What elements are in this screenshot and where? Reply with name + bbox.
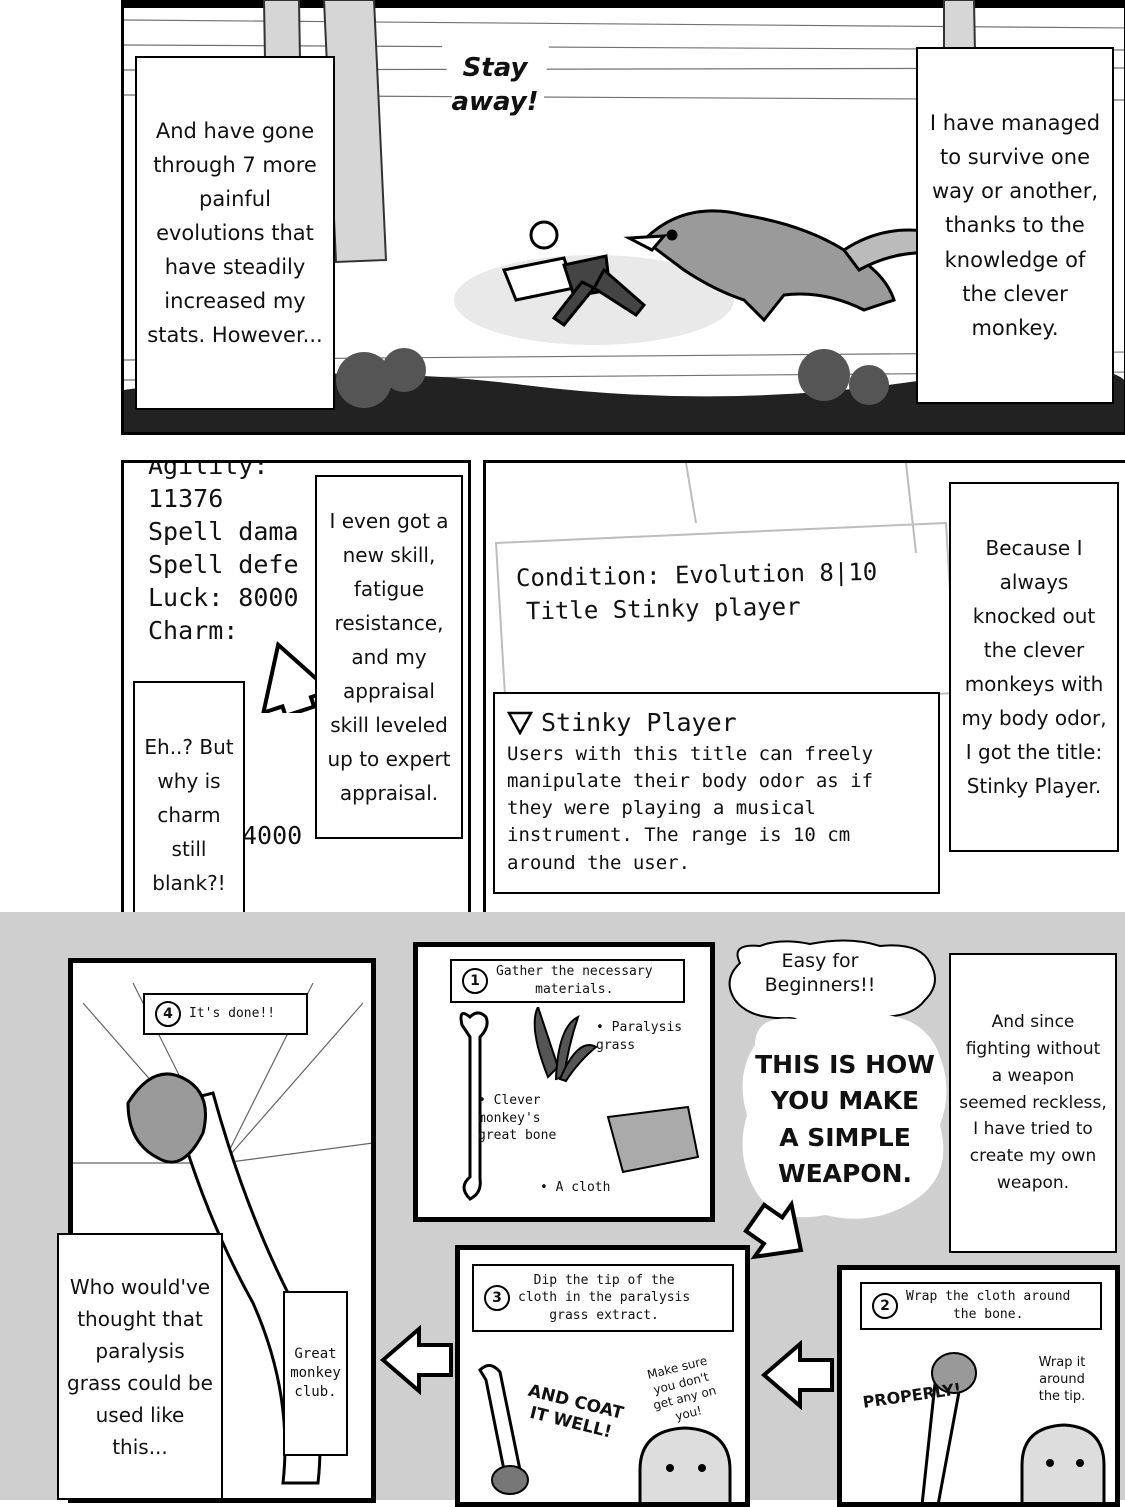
- caption-weapon: And since fighting without a weapon seem…: [949, 953, 1117, 1253]
- title-card: Stinky Player Users with this title can …: [493, 692, 940, 894]
- caption-charm-blank: Eh..? But why is charm still blank?!: [133, 681, 245, 949]
- dip-artwork: [478, 1364, 732, 1502]
- headline-text: THIS IS HOW YOU MAKE A SIMPLE WEAPON.: [755, 1050, 935, 1188]
- step-4-text: It's done!!: [189, 1006, 276, 1022]
- step-2-number: 2: [872, 1293, 898, 1319]
- step-1-box: 1 Gather the necessary materials.: [450, 959, 685, 1003]
- shout-bubble: Stay away!: [430, 30, 560, 150]
- step-2-note: Wrap it around the tip.: [1038, 1355, 1086, 1404]
- title-line: Title Stinky player: [525, 592, 801, 626]
- step-1-number: 1: [462, 968, 488, 994]
- arrow-left-icon: [760, 1340, 834, 1410]
- caption-weapon-text: And since fighting without a weapon seem…: [959, 1011, 1107, 1194]
- caption-evolutions-text: And have gone through 7 more painful evo…: [147, 118, 323, 348]
- arrow-left-icon: [379, 1325, 453, 1395]
- title-card-heading: Stinky Player: [541, 708, 737, 737]
- shout-text: Stay away!: [451, 53, 539, 117]
- step-3-text: Dip the tip of the cloth in the paralysi…: [518, 1272, 691, 1323]
- caption-charm-blank-text: Eh..? But why is charm still blank?!: [144, 735, 234, 895]
- arrow-down-right-icon: [743, 1199, 804, 1260]
- beginners-bubble: Easy for Beginners!!: [720, 938, 945, 1026]
- club-label-box: Great monkey club.: [283, 1291, 348, 1456]
- caption-new-skill: I even got a new skill, fatigue resistan…: [315, 475, 463, 839]
- step-3-number: 3: [484, 1285, 510, 1311]
- step-2-box: 2 Wrap the cloth around the bone.: [860, 1282, 1102, 1330]
- club-label: Great monkey club.: [290, 1346, 341, 1400]
- caption-survive-text: I have managed to survive one way or ano…: [929, 111, 1101, 340]
- step-1-text: Gather the necessary materials.: [496, 964, 653, 997]
- item-cloth: • A cloth: [540, 1180, 611, 1195]
- wrap-artwork: [920, 1352, 1106, 1502]
- caption-new-skill-text: I even got a new skill, fatigue resistan…: [327, 509, 451, 805]
- beginners-text: Easy for Beginners!!: [764, 950, 876, 996]
- caption-survive: I have managed to survive one way or ano…: [916, 47, 1114, 404]
- panel-step-2: 2 Wrap the cloth around the bone. PROPER…: [837, 1265, 1120, 1507]
- caption-paralysis: Who would've thought that paralysis gras…: [57, 1233, 223, 1500]
- arrow-up-right-icon: [260, 640, 334, 713]
- stats-partial-value: 4000: [242, 821, 303, 850]
- item-grass: • Paralysis grass: [596, 1020, 683, 1053]
- step-4-number: 4: [155, 1001, 181, 1027]
- caption-stinky: Because I always knocked out the clever …: [949, 482, 1119, 852]
- materials-artwork: [459, 1007, 700, 1201]
- caption-evolutions: And have gone through 7 more painful evo…: [135, 56, 335, 410]
- step-3-box: 3 Dip the tip of the cloth in the paraly…: [472, 1264, 734, 1332]
- item-bone: • Clever monkey's great bone: [478, 1093, 557, 1144]
- caption-stinky-text: Because I always knocked out the clever …: [961, 536, 1107, 798]
- panel-step-3: 3 Dip the tip of the cloth in the paraly…: [455, 1245, 750, 1507]
- panel-step-1: 1 Gather the necessary materials. • Para…: [413, 942, 715, 1222]
- step-4-box: 4 It's done!!: [143, 993, 308, 1035]
- title-card-body: Users with this title can freely manipul…: [507, 743, 874, 874]
- headline-cloud: THIS IS HOW YOU MAKE A SIMPLE WEAPON.: [735, 1005, 955, 1230]
- caption-paralysis-text: Who would've thought that paralysis gras…: [67, 1274, 213, 1459]
- stats-lines: Agility: 11376 Spell dama Spell defe Luc…: [148, 460, 299, 645]
- step-2-text: Wrap the cloth around the bone.: [906, 1289, 1071, 1322]
- triangle-down-icon: [507, 711, 533, 735]
